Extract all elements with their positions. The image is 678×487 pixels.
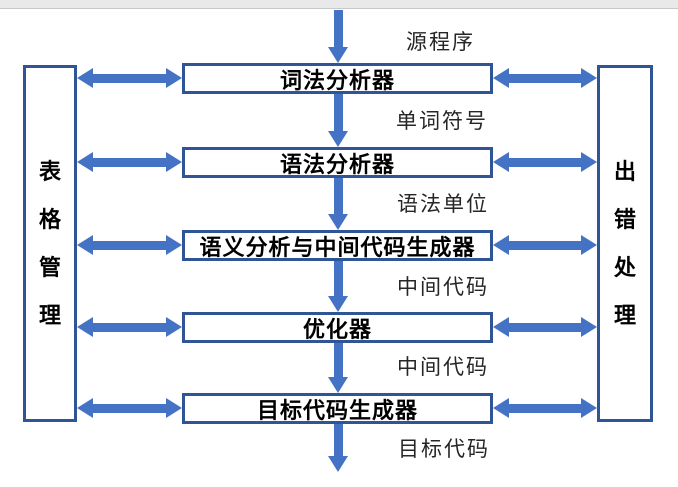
panel-table-management-char: 理 bbox=[38, 302, 61, 328]
panel-error-handling-char: 出 bbox=[613, 158, 636, 184]
stage-box-target-code-generator: 目标代码生成器 bbox=[182, 393, 493, 424]
flow-label-intermediate-code-2: 中间代码 bbox=[397, 356, 489, 379]
panel-error-handling-char: 理 bbox=[613, 302, 636, 328]
flow-label-token-symbols: 单词符号 bbox=[396, 110, 488, 133]
double-arrow-right-lexical bbox=[493, 68, 597, 88]
panel-table-management-char: 格 bbox=[38, 206, 61, 232]
down-arrow-intermediate-code-1 bbox=[328, 261, 348, 312]
panel-error-handling-char: 处 bbox=[613, 254, 636, 280]
flow-label-intermediate-code-1: 中间代码 bbox=[397, 276, 489, 299]
panel-table-management: 表 格 管 理 bbox=[23, 65, 77, 422]
stage-box-optimizer: 优化器 bbox=[182, 312, 493, 343]
panel-table-management-char: 管 bbox=[38, 254, 61, 280]
double-arrow-right-syntax bbox=[493, 152, 597, 172]
double-arrow-right-semantic bbox=[493, 235, 597, 255]
double-arrow-left-optimizer bbox=[77, 317, 182, 337]
double-arrow-left-lexical bbox=[77, 68, 182, 88]
stage-box-lexical-analyzer: 词法分析器 bbox=[182, 63, 493, 94]
panel-error-handling: 出 错 处 理 bbox=[597, 65, 653, 422]
down-arrow-syntax-units bbox=[328, 178, 348, 230]
flow-label-source-program: 源程序 bbox=[406, 31, 475, 54]
stage-box-syntax-analyzer: 语法分析器 bbox=[182, 147, 493, 178]
double-arrow-left-syntax bbox=[77, 152, 182, 172]
down-arrow-intermediate-code-2 bbox=[328, 343, 348, 393]
flow-label-target-code: 目标代码 bbox=[398, 438, 490, 461]
window-top-bar bbox=[0, 0, 678, 9]
double-arrow-left-semantic bbox=[77, 235, 182, 255]
down-arrow-target-code bbox=[328, 424, 348, 472]
double-arrow-right-optimizer bbox=[493, 317, 597, 337]
double-arrow-right-target bbox=[493, 398, 597, 418]
panel-error-handling-char: 错 bbox=[613, 206, 636, 232]
panel-table-management-char: 表 bbox=[38, 158, 61, 184]
stage-box-semantic-analyzer-intermediate-code-generator: 语义分析与中间代码生成器 bbox=[182, 230, 493, 261]
flow-label-syntax-units: 语法单位 bbox=[397, 193, 489, 216]
down-arrow-token-symbols bbox=[328, 94, 348, 147]
double-arrow-left-target bbox=[77, 398, 182, 418]
down-arrow-source-program bbox=[328, 10, 348, 63]
